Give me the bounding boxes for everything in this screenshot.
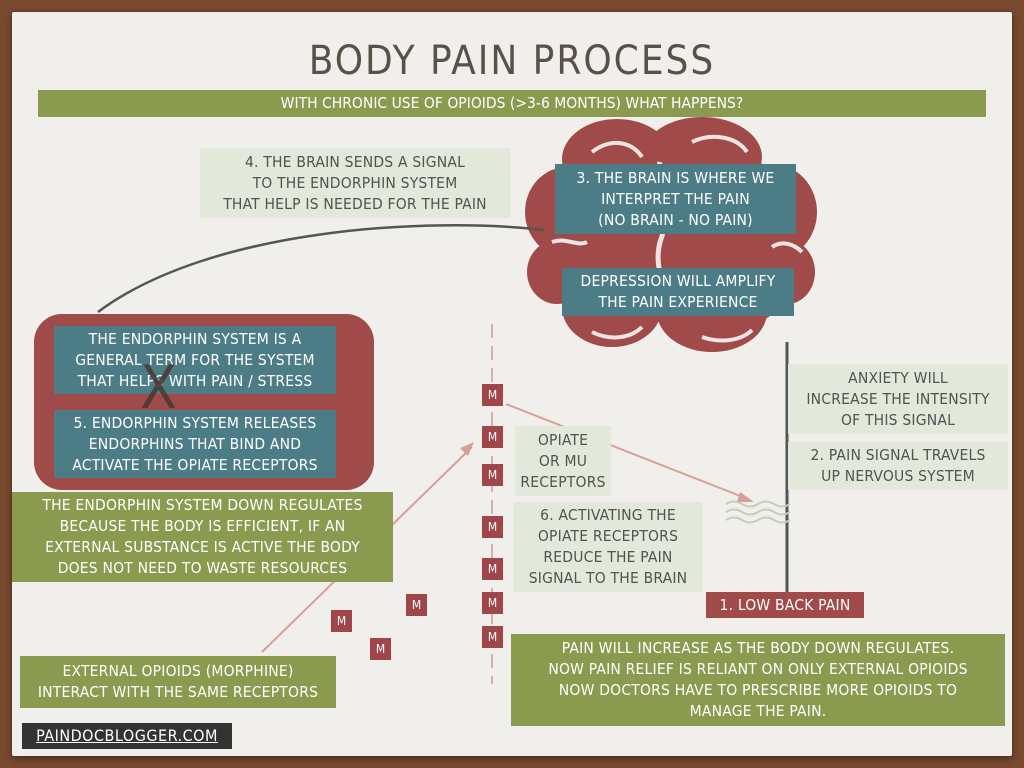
receptor-m: M bbox=[482, 558, 503, 580]
anxiety-box: ANXIETY WILL INCREASE THE INTENSITY OF T… bbox=[788, 364, 1008, 434]
depression-box: DEPRESSION WILL AMPLIFY THE PAIN EXPERIE… bbox=[562, 268, 794, 316]
opioid-molecule-m: M bbox=[370, 638, 391, 660]
slide: BODY PAIN PROCESS WITH CHRONIC USE OF OP… bbox=[12, 12, 1012, 756]
receptor-m: M bbox=[482, 516, 503, 538]
endorphin-system-box: THE ENDORPHIN SYSTEM IS A GENERAL TERM F… bbox=[54, 326, 336, 394]
brain-illustration bbox=[525, 117, 817, 352]
x-mark: X bbox=[140, 353, 177, 423]
pain-signal-box: 2. PAIN SIGNAL TRAVELS UP NERVOUS SYSTEM bbox=[788, 442, 1008, 490]
brain-signal-box: 4. THE BRAIN SENDS A SIGNAL TO THE ENDOR… bbox=[200, 148, 510, 218]
opioid-molecule-m: M bbox=[406, 594, 427, 616]
down-regulates-box: THE ENDORPHIN SYSTEM DOWN REGULATES BECA… bbox=[12, 492, 393, 582]
external-opioids-box: EXTERNAL OPIOIDS (MORPHINE) INTERACT WIT… bbox=[20, 656, 336, 708]
receptor-m: M bbox=[482, 384, 503, 406]
brain-interpret-box: 3. THE BRAIN IS WHERE WE INTERPRET THE P… bbox=[555, 164, 796, 234]
receptor-m: M bbox=[482, 464, 503, 486]
receptor-m: M bbox=[482, 626, 503, 648]
page-title: BODY PAIN PROCESS bbox=[308, 38, 716, 84]
receptor-to-signal-arrow bbox=[505, 403, 754, 502]
brain-to-endorphin-line bbox=[97, 224, 545, 314]
receptor-m: M bbox=[482, 426, 503, 448]
activating-box: 6. ACTIVATING THE OPIATE RECEPTORS REDUC… bbox=[514, 502, 702, 592]
pain-wave-icon bbox=[725, 500, 791, 524]
subtitle-banner: WITH CHRONIC USE OF OPIOIDS (>3-6 MONTHS… bbox=[38, 90, 986, 117]
endorphin-release-box: 5. ENDORPHIN SYSTEM RELEASES ENDORPHINS … bbox=[54, 410, 336, 478]
opioid-molecule-m: M bbox=[331, 610, 352, 632]
pain-increase-box: PAIN WILL INCREASE AS THE BODY DOWN REGU… bbox=[511, 634, 1005, 726]
footer-link[interactable]: PAINDOCBLOGGER.COM bbox=[22, 723, 232, 749]
low-back-pain-box: 1. LOW BACK PAIN bbox=[706, 592, 864, 618]
opiate-receptors-box: OPIATE OR MU RECEPTORS bbox=[515, 426, 611, 496]
receptor-m: M bbox=[482, 592, 503, 614]
